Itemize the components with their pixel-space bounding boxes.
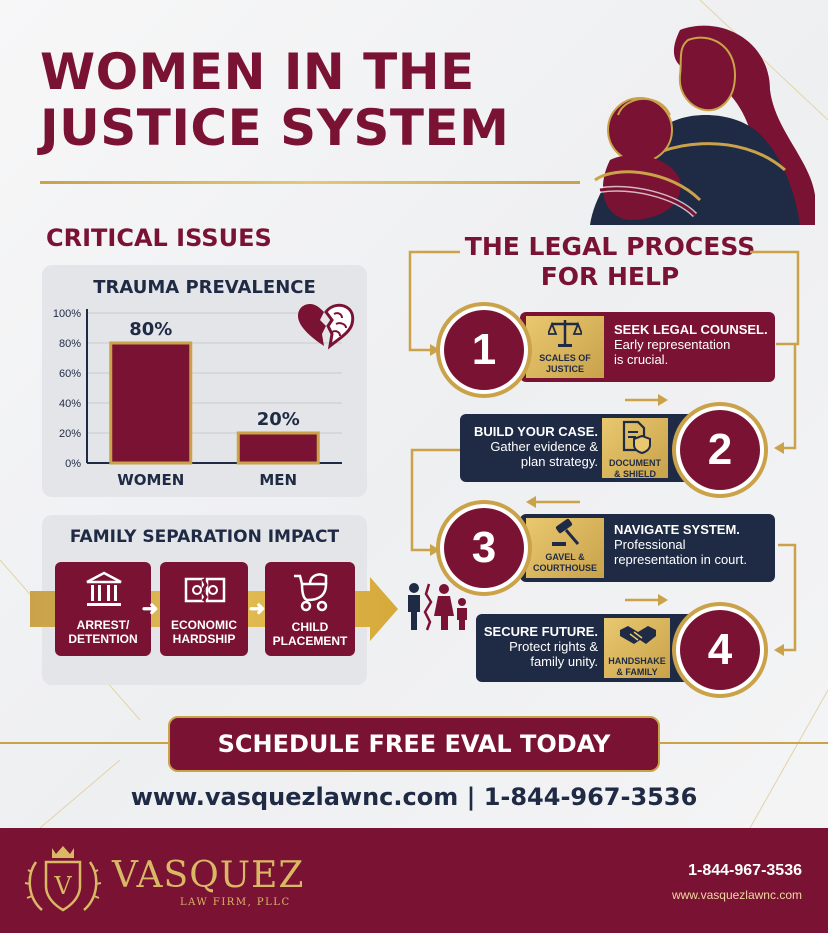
step-1-text: SEEK LEGAL COUNSEL. Early representation…: [614, 322, 768, 367]
step-1-icon-label: SCALES OF JUSTICE: [539, 353, 591, 374]
background-decoration: [0, 0, 828, 828]
step-2-icon-label: DOCUMENT & SHIELD: [609, 458, 661, 479]
family-arrow-1: ➜: [141, 598, 159, 620]
family-step-economic: [160, 562, 248, 656]
scales-icon: [548, 320, 582, 347]
separated-family-icon: [408, 583, 467, 631]
step-4-icon-label: HANDSHAKE & FAMILY: [608, 656, 666, 677]
mother-child-illustration: [590, 25, 815, 226]
step-2-text: BUILD YOUR CASE. Gather evidence & plan …: [474, 424, 598, 469]
family-step-arrest: [55, 562, 151, 656]
document-shield-icon: [622, 420, 651, 454]
title-line-1: WOMEN IN THE: [40, 43, 475, 101]
family-step-arrest-label: ARREST/ DETENTION: [68, 618, 138, 646]
cta-line-right: [660, 742, 828, 744]
torn-money-icon: [184, 577, 226, 603]
step-4-number: 4: [680, 610, 760, 690]
y-tick-label: 20%: [59, 428, 81, 440]
courthouse-icon: [86, 571, 122, 606]
gavel-icon: [552, 518, 580, 546]
y-tick-label: 80%: [59, 338, 81, 350]
step-3-text: NAVIGATE SYSTEM. Professional representa…: [614, 522, 747, 567]
broken-heart-brain-icon: [298, 303, 355, 350]
category-label: MEN: [259, 471, 297, 489]
svg-text:V: V: [53, 872, 72, 900]
bar-value-label: 80%: [129, 319, 172, 340]
family-step-child-label: CHILD PLACEMENT: [272, 620, 348, 648]
title-divider: [40, 181, 580, 184]
y-tick-label: 100%: [53, 308, 81, 320]
footer-phone[interactable]: 1-844-967-3536: [688, 862, 802, 879]
bar-value-label: 20%: [257, 409, 300, 430]
y-tick-label: 40%: [59, 398, 81, 410]
critical-issues-heading: CRITICAL ISSUES: [46, 224, 272, 252]
family-arrow-2: ➜: [248, 598, 266, 620]
category-label: WOMEN: [117, 471, 184, 489]
family-separation-title: FAMILY SEPARATION IMPACT: [69, 527, 340, 547]
family-step-economic-label: ECONOMIC HARDSHIP: [171, 618, 237, 646]
firm-brand-sub: LAW FIRM, PLLC: [180, 897, 291, 908]
step-2-number: 2: [680, 410, 760, 490]
footer-website[interactable]: www.vasquezlawnc.com: [671, 888, 802, 902]
step-4-icon-panel: [604, 618, 670, 678]
bar-men: [236, 431, 320, 465]
y-tick-label: 0%: [65, 458, 81, 470]
legal-process-heading: THE LEGAL PROCESS FOR HELP: [464, 232, 756, 291]
step-3-icon-label: GAVEL & COURTHOUSE: [532, 552, 597, 573]
bar-women: [109, 341, 193, 465]
step-1-number: 1: [444, 310, 524, 390]
trauma-chart-title: TRAUMA PREVALENCE: [93, 277, 316, 298]
step-4-text: SECURE FUTURE. Protect rights & family u…: [483, 624, 598, 669]
firm-crest-logo: V: [24, 846, 102, 912]
cta-line-left: [0, 742, 168, 744]
footer: [0, 828, 828, 933]
page-title: WOMEN IN THE JUSTICE SYSTEM: [40, 44, 560, 156]
title-line-2: JUSTICE SYSTEM: [40, 99, 510, 157]
step-3-number: 3: [444, 508, 524, 588]
firm-brand-name: VASQUEZ: [112, 855, 305, 896]
trauma-bar-chart: 0% 20% 40% 60% 80% 100% 80% WOMEN 20% MEN: [53, 308, 342, 489]
schedule-eval-button[interactable]: SCHEDULE FREE EVAL TODAY: [168, 716, 660, 772]
contact-line[interactable]: www.vasquezlawnc.com | 1-844-967-3536: [130, 783, 698, 811]
y-tick-label: 60%: [59, 368, 81, 380]
handshake-icon: [620, 626, 656, 644]
process-connectors: [408, 250, 800, 656]
baby-stroller-icon: [294, 573, 328, 612]
